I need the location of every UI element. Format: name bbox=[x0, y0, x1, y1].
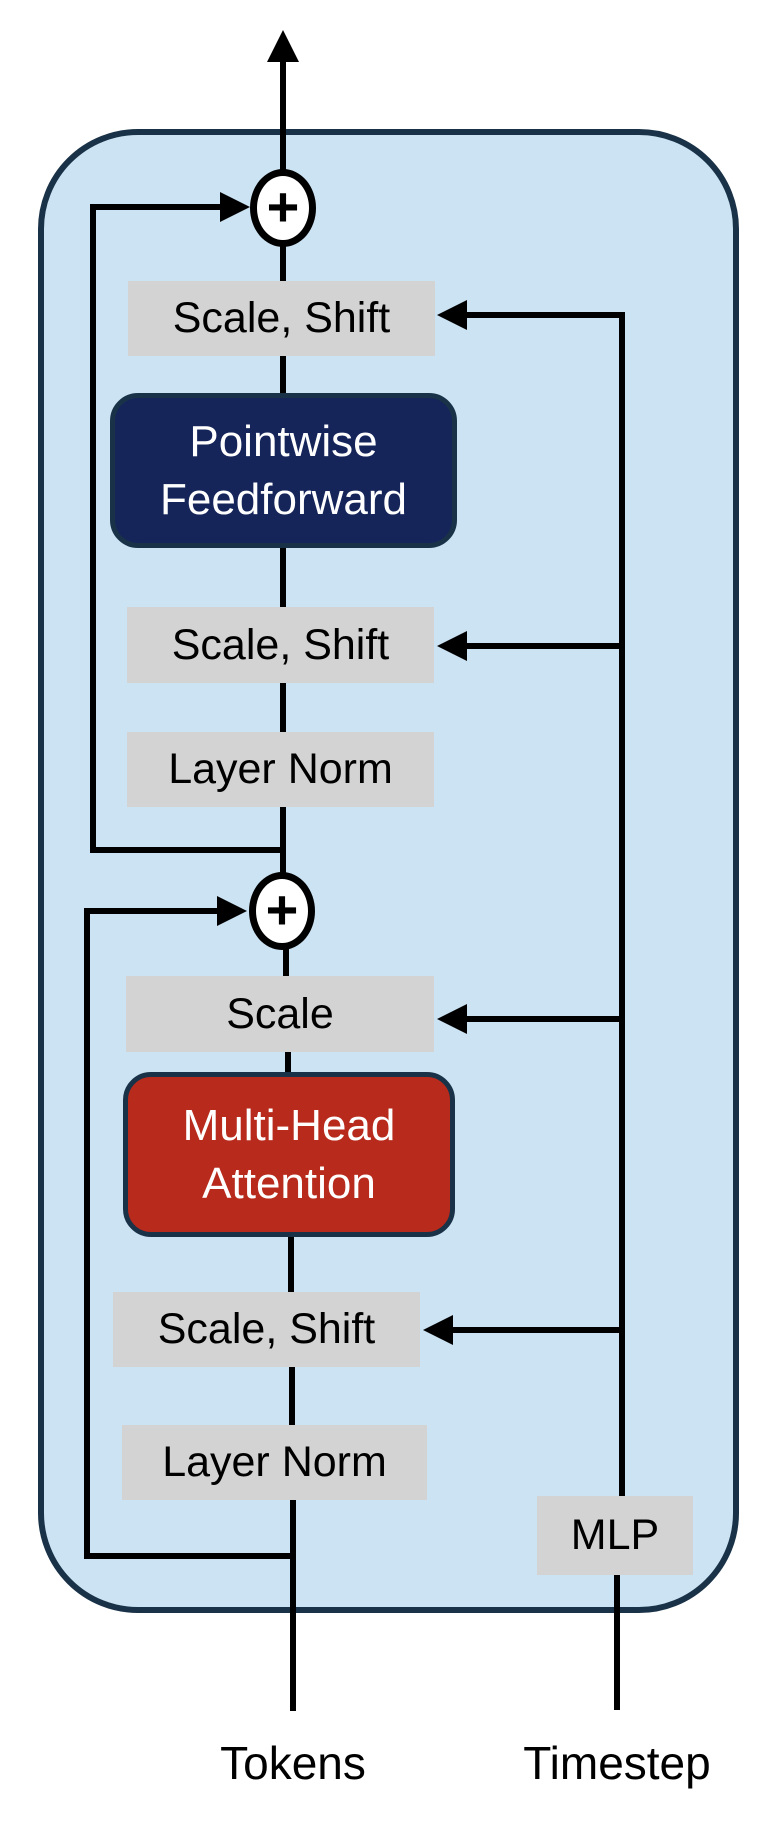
tokens-input-label: Tokens bbox=[220, 1737, 366, 1789]
scale-shift-top-box: Scale, Shift bbox=[128, 281, 435, 356]
layer-norm-top-box: Layer Norm bbox=[127, 732, 434, 807]
plus-icon: + bbox=[266, 174, 300, 238]
conditioning-arrowhead-top-icon bbox=[437, 300, 467, 330]
residual-lower-line bbox=[84, 908, 293, 1559]
mlp-label: MLP bbox=[570, 1511, 660, 1559]
scale-shift-bottom-box: Scale, Shift bbox=[113, 1292, 420, 1367]
scale-label: Scale bbox=[226, 989, 334, 1038]
layer-norm-bottom-label: Layer Norm bbox=[162, 1438, 387, 1486]
conditioning-line bbox=[464, 312, 625, 1497]
timestep-input-label: Timestep bbox=[523, 1737, 711, 1789]
scale-shift-bottom-label: Scale, Shift bbox=[157, 1305, 376, 1353]
plus-icon: + bbox=[265, 877, 299, 941]
layer-norm-bottom-box: Layer Norm bbox=[122, 1425, 427, 1500]
residual-upper-arrowhead-icon bbox=[220, 192, 250, 222]
conditioning-arrowhead-mid-icon bbox=[437, 631, 467, 661]
scale-shift-mid-label: Scale, Shift bbox=[171, 620, 390, 669]
scale-shift-mid-box: Scale, Shift bbox=[127, 607, 434, 683]
scale-box: Scale bbox=[126, 976, 434, 1052]
scale-shift-top-label: Scale, Shift bbox=[172, 294, 391, 342]
layer-norm-top-label: Layer Norm bbox=[168, 745, 393, 793]
multi-head-attention-label-line2: Attention bbox=[202, 1158, 376, 1208]
pointwise-feedforward-label-line2: Feedforward bbox=[159, 474, 407, 524]
multi-head-attention-box: Multi-Head Attention bbox=[123, 1072, 455, 1237]
output-arrowhead-icon bbox=[267, 30, 299, 62]
multi-head-attention-label-line1: Multi-Head bbox=[182, 1101, 396, 1151]
conditioning-arrowhead-scale-icon bbox=[437, 1004, 467, 1034]
pointwise-feedforward-box: Pointwise Feedforward bbox=[110, 393, 457, 548]
residual-upper-line bbox=[90, 204, 283, 853]
pointwise-feedforward-label-line1: Pointwise bbox=[189, 417, 378, 467]
conditioning-arrowhead-bottom-icon bbox=[423, 1315, 453, 1345]
mlp-box: MLP bbox=[537, 1496, 693, 1575]
sum-node-top: + bbox=[250, 169, 316, 247]
residual-lower-arrowhead-icon bbox=[217, 896, 247, 926]
sum-node-bottom: + bbox=[249, 872, 315, 950]
